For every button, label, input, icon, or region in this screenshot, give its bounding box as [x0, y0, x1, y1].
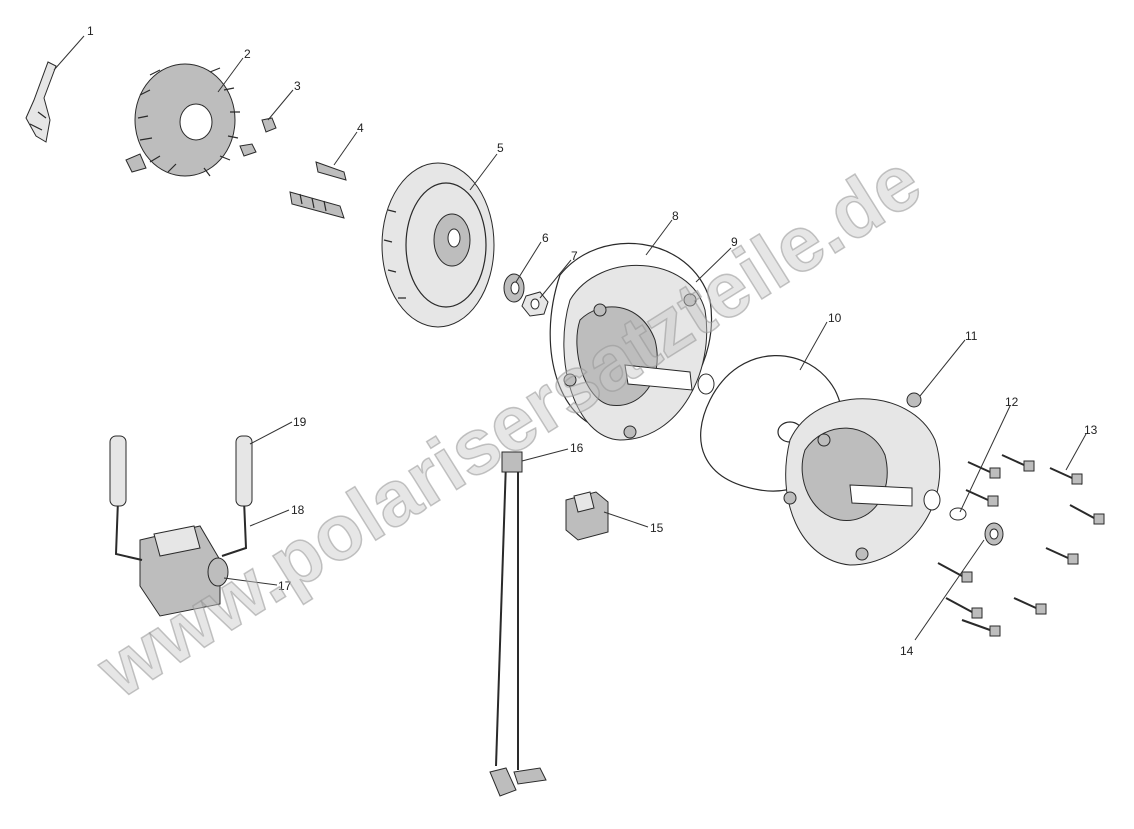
- leader-lines: [53, 35, 1087, 641]
- callout-15: 15: [650, 521, 664, 535]
- part-4-pickup: [289, 161, 347, 219]
- callout-1: 1: [87, 24, 94, 38]
- part-5-flywheel: [381, 162, 495, 328]
- callout-7: 7: [571, 249, 578, 263]
- part-19-cap: [109, 435, 253, 507]
- callout-17: 17: [278, 579, 292, 593]
- part-9-stator-cover: [563, 264, 715, 441]
- callout-9: 9: [731, 235, 738, 249]
- callout-10: 10: [828, 311, 842, 325]
- part-1-bracket: [25, 61, 57, 143]
- part-17-coil: [139, 525, 229, 617]
- callout-11: 11: [965, 329, 978, 343]
- callout-12: 12: [1005, 395, 1019, 409]
- callout-6: 6: [542, 231, 549, 245]
- part-13-bolts: [937, 454, 1105, 637]
- callout-4: 4: [357, 121, 364, 135]
- callout-5: 5: [497, 141, 504, 155]
- callout-19: 19: [293, 415, 307, 429]
- part-3-screw: [239, 117, 277, 157]
- callout-3: 3: [294, 79, 301, 93]
- callout-13: 13: [1084, 423, 1098, 437]
- callout-8: 8: [672, 209, 679, 223]
- callout-16: 16: [570, 441, 584, 455]
- part-15-connector: [565, 491, 609, 541]
- part-18-lead: [114, 499, 248, 561]
- part-7-nut: [521, 291, 549, 317]
- callout-2: 2: [244, 47, 251, 61]
- part-6-washer: [503, 273, 525, 303]
- callout-18: 18: [291, 503, 305, 517]
- callout-14: 14: [900, 644, 914, 658]
- part-12-washer: [949, 507, 1004, 546]
- part-11-outer-cover: [783, 392, 941, 566]
- callout-labels: 1 2 3 4 5 6 7 8 9 10 11 12 13 14 15 16 1…: [87, 24, 1098, 658]
- part-16-harness: [489, 451, 547, 797]
- part-2-stator: [125, 63, 240, 177]
